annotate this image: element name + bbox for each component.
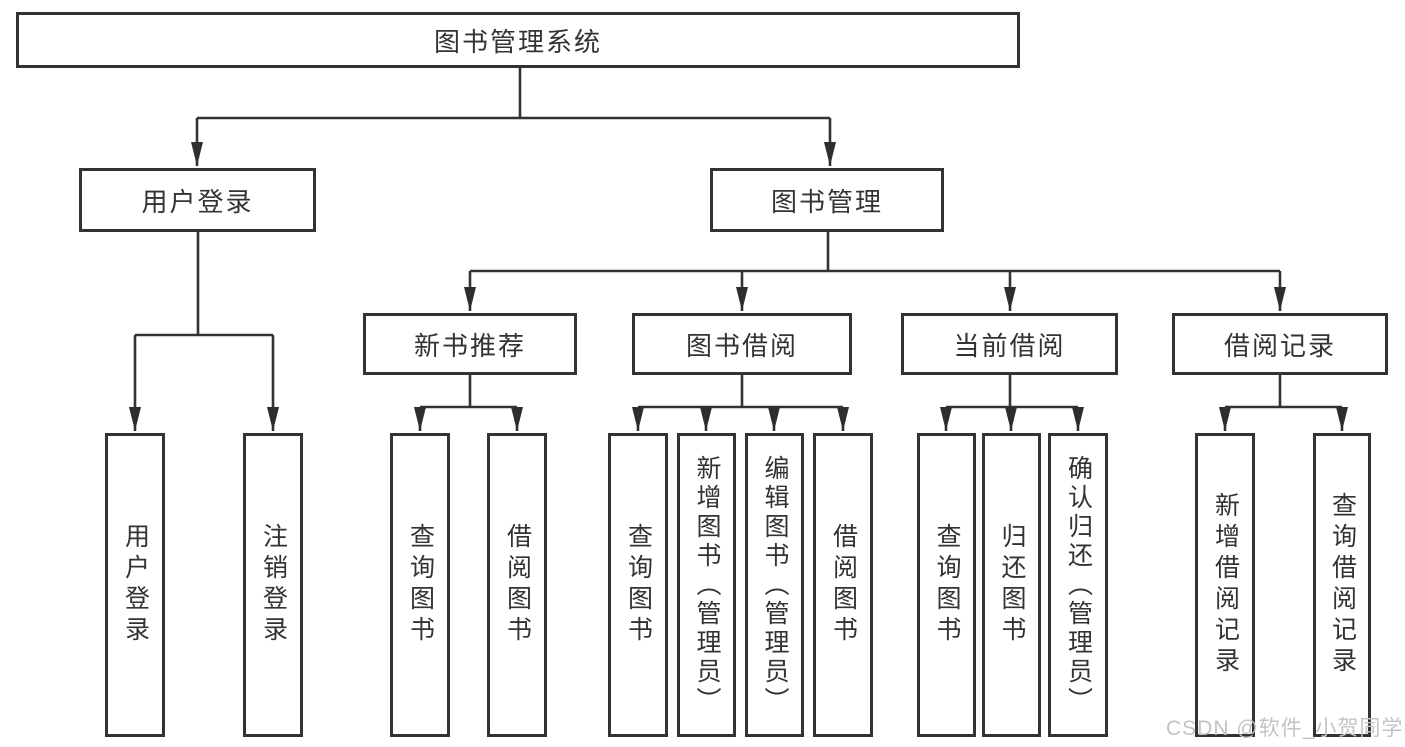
leaf-user-login: 用户登录 [105, 433, 165, 737]
node-current-borrow: 当前借阅 [901, 313, 1118, 375]
leaf-query-book-current: 查询图书 [917, 433, 976, 737]
node-new-book-recommend: 新书推荐 [363, 313, 577, 375]
leaf-borrow-book-recommend: 借阅图书 [487, 433, 547, 737]
leaf-borrow-book: 借阅图书 [813, 433, 873, 737]
node-borrow-records: 借阅记录 [1172, 313, 1388, 375]
leaf-logout: 注销登录 [243, 433, 303, 737]
leaf-query-book-recommend: 查询图书 [390, 433, 450, 737]
leaf-add-book-admin: 新增图书（管理员） [677, 433, 736, 737]
leaf-add-borrow-record: 新增借阅记录 [1195, 433, 1255, 737]
leaf-confirm-return-admin: 确认归还（管理员） [1048, 433, 1108, 737]
node-library-management-system: 图书管理系统 [16, 12, 1020, 68]
leaf-return-book: 归还图书 [982, 433, 1041, 737]
node-book-borrow: 图书借阅 [632, 313, 852, 375]
leaf-edit-book-admin: 编辑图书（管理员） [745, 433, 804, 737]
node-book-management: 图书管理 [710, 168, 944, 232]
csdn-watermark: CSDN @软件_小贺同学 [1166, 717, 1404, 740]
leaf-query-book-borrow: 查询图书 [608, 433, 668, 737]
leaf-query-borrow-record: 查询借阅记录 [1313, 433, 1371, 737]
node-user-login: 用户登录 [79, 168, 316, 232]
